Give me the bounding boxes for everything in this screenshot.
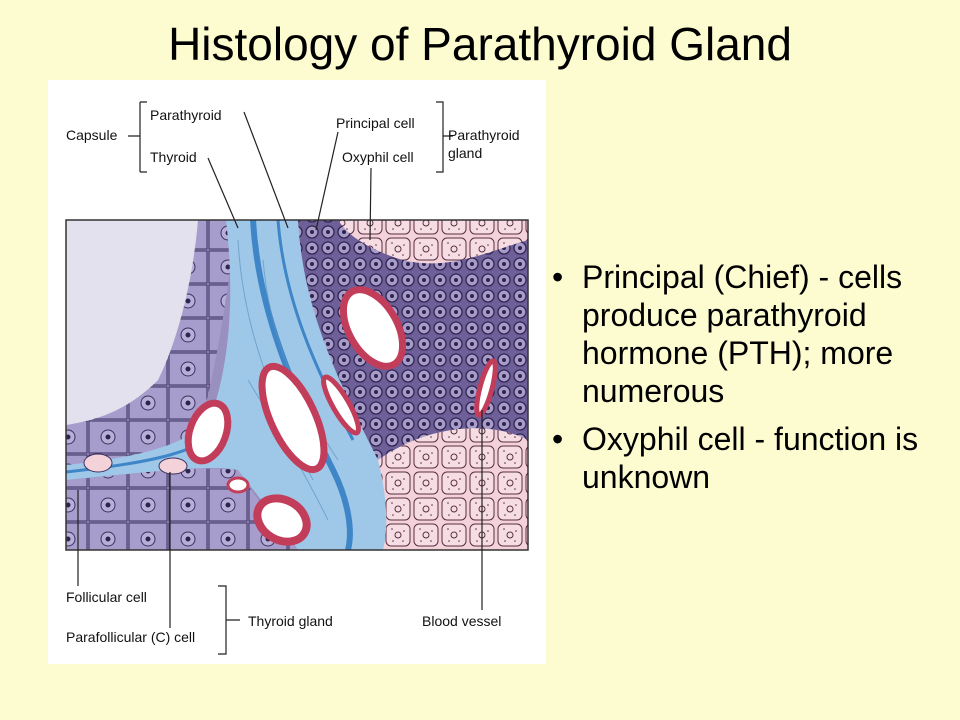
- label-thyroid: Thyroid: [150, 149, 197, 165]
- label-principal-cell: Principal cell: [336, 115, 415, 131]
- label-oxyphil-cell: Oxyphil cell: [342, 149, 414, 165]
- label-parathyroid-gland-line2: gland: [448, 145, 482, 161]
- label-parathyroid-gland-line1: Parathyroid: [448, 127, 520, 143]
- histology-diagram: Capsule Parathyroid Thyroid Principal ce…: [65, 101, 529, 655]
- label-capsule: Capsule: [66, 127, 118, 143]
- label-follicular-cell: Follicular cell: [66, 589, 147, 605]
- label-parathyroid: Parathyroid: [150, 107, 222, 123]
- slide-title: Histology of Parathyroid Gland: [168, 18, 792, 70]
- blood-vessels: [184, 286, 498, 546]
- leader-lines-top: [207, 111, 372, 241]
- label-parafollicular-cell: Parafollicular (C) cell: [66, 629, 195, 645]
- bullet-principal-cells: Principal (Chief) - cells produce parath…: [548, 258, 940, 410]
- leader-lines-bottom: [77, 410, 483, 628]
- bullet-list: Principal (Chief) - cells produce parath…: [548, 258, 940, 506]
- bullet-oxyphil-cells: Oxyphil cell - function is unknown: [548, 420, 940, 496]
- histology-figure: Capsule Parathyroid Thyroid Principal ce…: [48, 80, 546, 664]
- label-blood-vessel: Blood vessel: [422, 613, 501, 629]
- label-thyroid-gland: Thyroid gland: [248, 613, 333, 629]
